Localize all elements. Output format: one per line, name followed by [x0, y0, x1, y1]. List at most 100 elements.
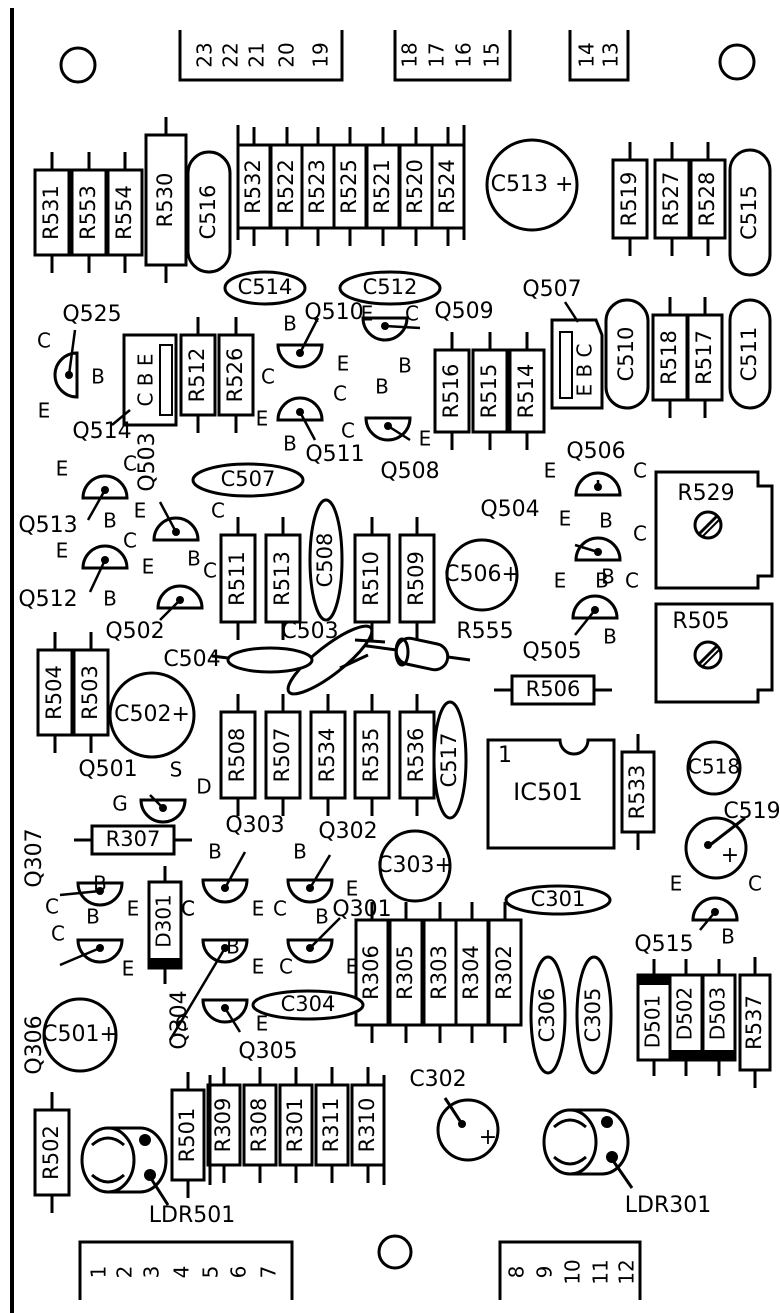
transistor-label: Q303 [225, 813, 284, 838]
resistor-label: R309 [211, 1098, 235, 1153]
resistor-label: R534 [315, 728, 339, 783]
diode-d301: D301 [147, 866, 183, 984]
trimmer-screw-icon [693, 640, 723, 670]
pin-label: B [91, 365, 105, 389]
resistor-r534: R534 [309, 694, 347, 816]
resistor-label: R508 [225, 728, 249, 783]
pin-label: C [261, 365, 275, 389]
resistor-label: R501 [175, 1108, 199, 1163]
capacitor-c514: C514 [223, 270, 307, 306]
transistor-label: Q513 [18, 513, 77, 538]
pin-label: B [283, 312, 297, 336]
connector-pin-label: 12 [615, 1259, 639, 1284]
resistor-r525: R525 [332, 127, 368, 246]
resistor-label: R507 [270, 728, 294, 783]
resistor-r520: R520 [398, 127, 434, 246]
pin-label: C [181, 897, 195, 921]
capacitor-c510: C510 [604, 298, 650, 410]
resistor-label: R510 [359, 551, 383, 606]
resistor-label: R554 [112, 185, 136, 240]
pin-label: B [93, 872, 107, 896]
pin-label: E [346, 955, 359, 979]
connector-top-right: 14 13 [568, 30, 630, 82]
resistor-r536: R536 [398, 694, 436, 816]
connector-pin-label: 17 [425, 42, 449, 67]
resistor-label: R502 [39, 1125, 63, 1180]
resistor-label: R527 [659, 172, 683, 227]
pin-label: E [346, 877, 359, 901]
resistor-r311: R311 [314, 1067, 350, 1183]
resistor-label: R521 [370, 159, 394, 214]
resistor-r514: R514 [508, 332, 546, 450]
capacitor-c503: C503 [281, 619, 386, 696]
ic-501: 1 IC501 [486, 738, 616, 850]
capacitor-label: C516 [196, 185, 220, 240]
pin-label: B [603, 625, 617, 649]
resistor-r535: R535 [353, 694, 391, 816]
capacitor-label: C519 [723, 799, 780, 824]
capacitor-label: C503 [281, 619, 338, 644]
transistor-label: Q301 [332, 897, 391, 922]
pin-label: C [341, 419, 355, 443]
resistor-r517: R517 [686, 297, 724, 418]
resistor-r301: R301 [278, 1067, 314, 1183]
electrolytic-capacitor-501: C501+ [42, 997, 118, 1073]
resistor-label: R504 [42, 665, 66, 720]
pin-label: E [419, 427, 432, 451]
resistor-label: R303 [427, 945, 451, 1000]
ic-label: IC501 [513, 778, 583, 806]
diode-d503: D503 [701, 959, 737, 1076]
resistor-label: R537 [742, 995, 766, 1050]
resistor-r508: R508 [219, 694, 257, 816]
pin-label: E [134, 499, 147, 523]
pin-label: B [293, 840, 307, 864]
pin-label: C B E [134, 353, 158, 406]
transistor-label: Q304 [167, 990, 192, 1049]
pin-label: B [187, 547, 201, 571]
polarity-label: + [721, 843, 739, 868]
diode-label: D502 [673, 987, 697, 1041]
mounting-hole-icon [377, 1234, 413, 1270]
transistor-label: Q514 [72, 419, 131, 444]
pin-label: E [256, 1012, 269, 1036]
resistor-r524: R524 [430, 127, 466, 246]
resistor-label: R536 [404, 728, 428, 783]
resistor-r302: R302 [487, 902, 523, 1043]
pin-label: E [544, 459, 557, 483]
pin-label: C [51, 922, 65, 946]
resistor-label: R523 [305, 159, 329, 214]
transistor-label: Q510 [304, 300, 363, 325]
connector-pin-label: 13 [599, 42, 623, 67]
pin-label: C [633, 459, 647, 483]
connector-pin-label: 6 [227, 1266, 251, 1279]
pin-label: E [38, 399, 51, 423]
resistor-label: R530 [153, 173, 177, 228]
transistor-label: Q512 [18, 587, 77, 612]
capacitor-label: C304 [281, 992, 336, 1016]
resistor-r504: R504 [36, 632, 74, 753]
resistor-label: R302 [492, 945, 516, 1000]
resistor-label: R520 [403, 159, 427, 214]
capacitor-c301: C301 [504, 884, 612, 916]
connector-pin-label: 18 [398, 42, 422, 67]
resistor-r304: R304 [454, 902, 490, 1043]
transistor-label: Q525 [62, 302, 121, 327]
resistor-label: R513 [270, 551, 294, 606]
connector-pin-label: 7 [257, 1266, 281, 1279]
resistor-label: R525 [337, 159, 361, 214]
diode-d501: D501 [636, 959, 672, 1076]
resistor-label: R511 [225, 551, 249, 606]
resistor-r501: R501 [170, 1072, 206, 1198]
resistor-label: R301 [283, 1098, 307, 1153]
pin-label: C [123, 529, 137, 553]
capacitor-label: C517 [437, 733, 461, 788]
capacitor-c519: C519 + [684, 799, 780, 880]
capacitor-label: C504 [163, 647, 220, 672]
pin-label: B [283, 432, 297, 456]
